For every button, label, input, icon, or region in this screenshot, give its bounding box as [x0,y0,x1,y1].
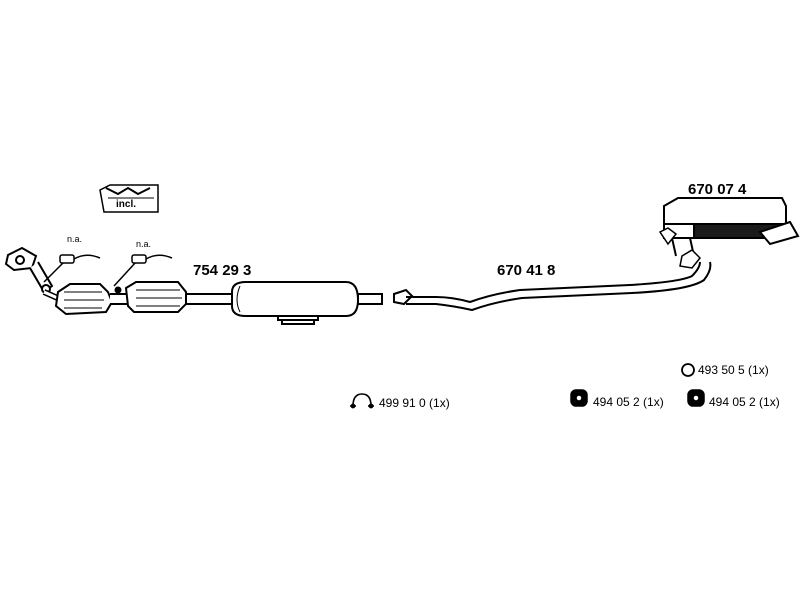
ring-icon [681,363,695,377]
hardware-ring-label: 493 50 5 (1x) [698,363,769,377]
lambda-sensor-icon [43,254,101,283]
hardware-mount-label: 494 05 2 (1x) [709,395,780,409]
kit-box-icon [99,184,159,213]
part-number-front: 754 29 3 [193,262,252,279]
hardware-mount-label: 494 05 2 (1x) [593,395,664,409]
rubber-hanger-icon [658,227,702,269]
front-pipe-section [42,281,383,325]
hardware-clamp-label: 499 91 0 (1x) [379,396,450,410]
sensor-note: n.a. [67,234,83,244]
manifold-flange-icon [4,246,54,294]
rear-muffler [663,197,800,257]
clamp-icon [350,393,374,409]
kit-label: incl. [116,199,137,210]
sensor-note: n.a. [136,239,152,249]
middle-pipe [393,261,712,312]
rubber-mount-icon [687,389,705,407]
part-number-middle: 670 41 8 [497,262,556,279]
lambda-sensor-icon [113,254,173,287]
part-number-rear: 670 07 4 [688,181,747,198]
rubber-mount-icon [570,389,588,407]
